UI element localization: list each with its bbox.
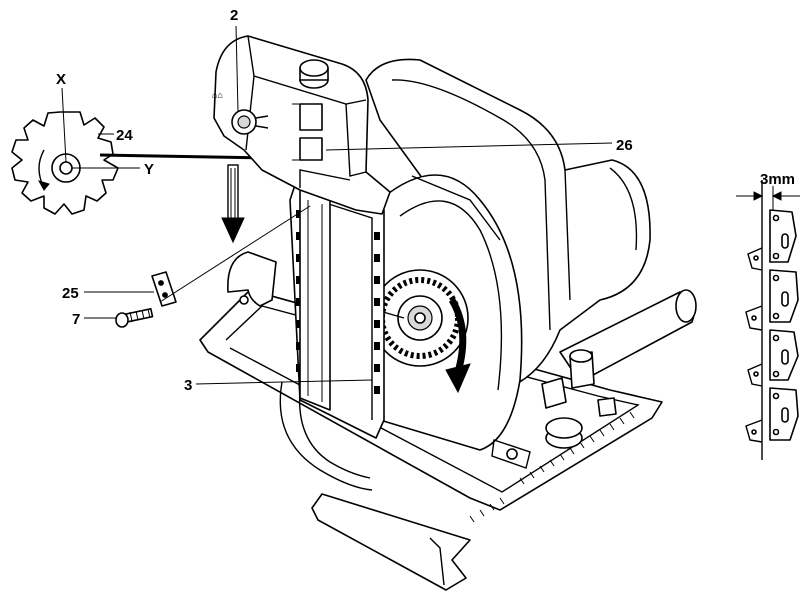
lower-guard xyxy=(279,381,373,491)
chain-saw-machine: ⌂⌂ xyxy=(199,35,697,591)
ruler-ticks xyxy=(469,411,635,523)
sprocket-detail xyxy=(11,87,140,215)
dimension-label: 3mm xyxy=(760,171,795,188)
leader-2 xyxy=(235,25,239,113)
fixing-screw xyxy=(115,307,154,328)
bar-side-plate xyxy=(299,187,331,411)
tension-indicator xyxy=(299,137,323,161)
retaining-plate xyxy=(151,271,177,307)
label-24: 24 xyxy=(116,127,133,144)
tension-knob xyxy=(299,59,329,77)
label-x: X xyxy=(56,71,66,88)
small-parts xyxy=(115,271,177,328)
left-bracket xyxy=(227,251,277,307)
down-arrow xyxy=(221,164,245,244)
sprocket-bore xyxy=(59,161,73,175)
label-3: 3 xyxy=(184,377,192,394)
leader-x xyxy=(61,87,67,163)
chain-links-bar xyxy=(296,210,380,394)
housing-marking: ⌂⌂ xyxy=(212,90,223,100)
label-26: 26 xyxy=(616,137,633,154)
leader-26 xyxy=(325,142,613,151)
label-25: 25 xyxy=(62,285,79,302)
rotation-arrow-head xyxy=(37,180,50,191)
label-7: 7 xyxy=(72,311,80,328)
chain-detail xyxy=(736,180,800,460)
chain-links-detail xyxy=(745,209,799,443)
parallel-guide xyxy=(311,493,471,591)
tension-window xyxy=(299,103,323,131)
motor-housing xyxy=(365,58,651,391)
sprocket-rotation-arrow xyxy=(445,363,471,394)
label-2: 2 xyxy=(230,7,238,24)
leader-lines xyxy=(84,25,613,385)
leader-3 xyxy=(195,379,373,385)
label-y: Y xyxy=(144,161,154,178)
